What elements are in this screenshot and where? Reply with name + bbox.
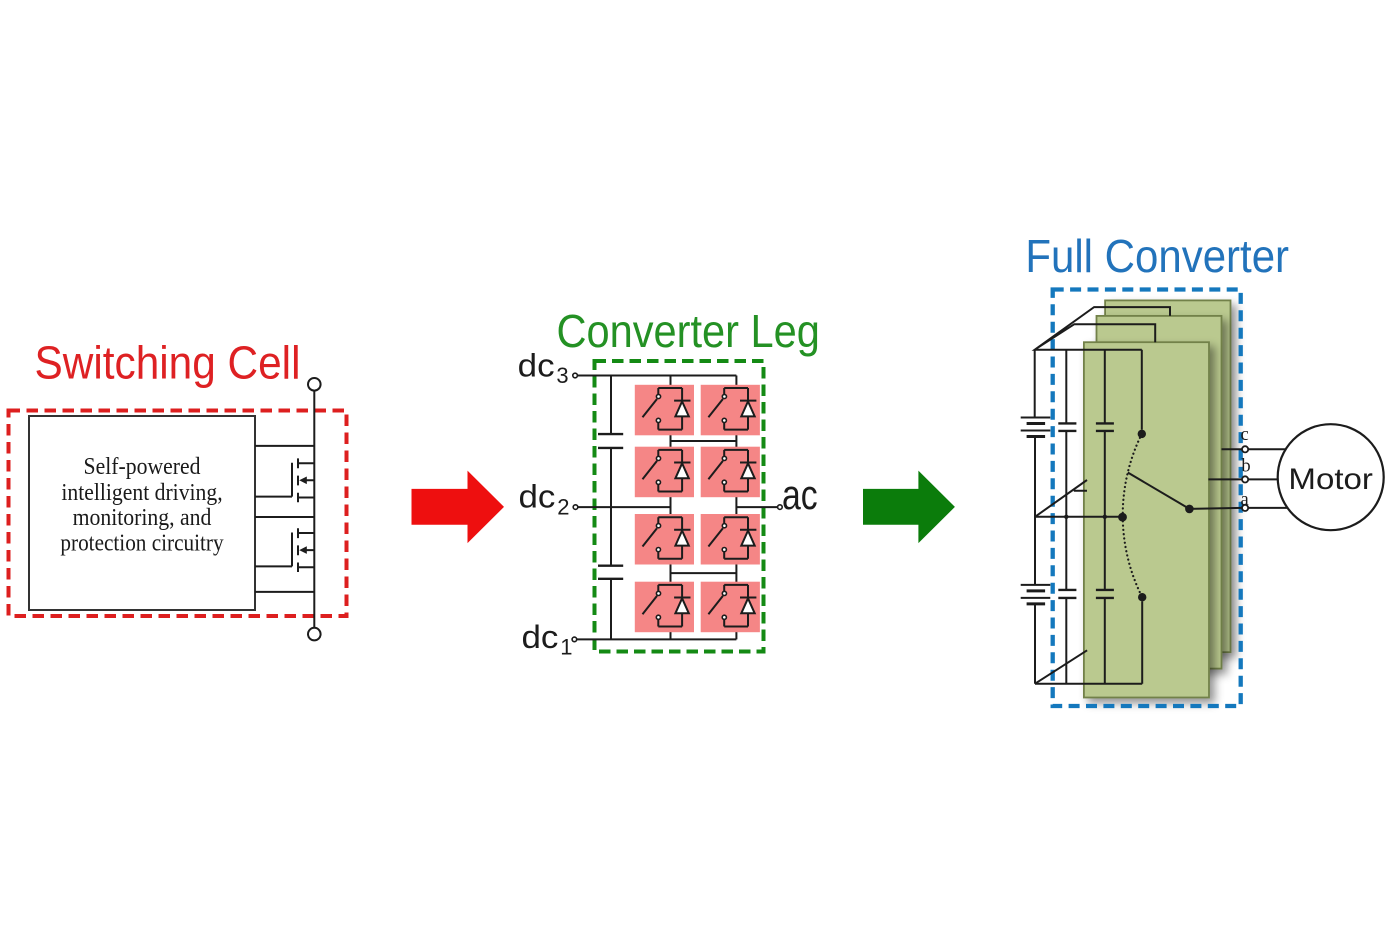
svg-text:dc: dc bbox=[522, 619, 559, 655]
svg-text:ac: ac bbox=[782, 471, 818, 518]
svg-text:Motor: Motor bbox=[1288, 463, 1373, 496]
svg-text:3: 3 bbox=[556, 363, 568, 388]
svg-text:2: 2 bbox=[557, 494, 569, 519]
svg-text:Switching Cell: Switching Cell bbox=[35, 337, 301, 389]
svg-text:b: b bbox=[1241, 457, 1250, 477]
svg-text:Converter Leg: Converter Leg bbox=[556, 305, 820, 357]
svg-text:a: a bbox=[1240, 490, 1248, 510]
svg-text:Full Converter: Full Converter bbox=[1025, 230, 1289, 282]
svg-text:protection circuitry: protection circuitry bbox=[60, 530, 223, 556]
svg-text:1: 1 bbox=[560, 635, 572, 660]
svg-text:dc: dc bbox=[519, 479, 556, 515]
svg-text:dc: dc bbox=[518, 347, 555, 383]
svg-text:monitoring, and: monitoring, and bbox=[73, 505, 212, 531]
svg-text:Self-powered: Self-powered bbox=[84, 454, 201, 480]
svg-text:intelligent driving,: intelligent driving, bbox=[61, 480, 222, 506]
svg-text:c: c bbox=[1240, 425, 1248, 445]
